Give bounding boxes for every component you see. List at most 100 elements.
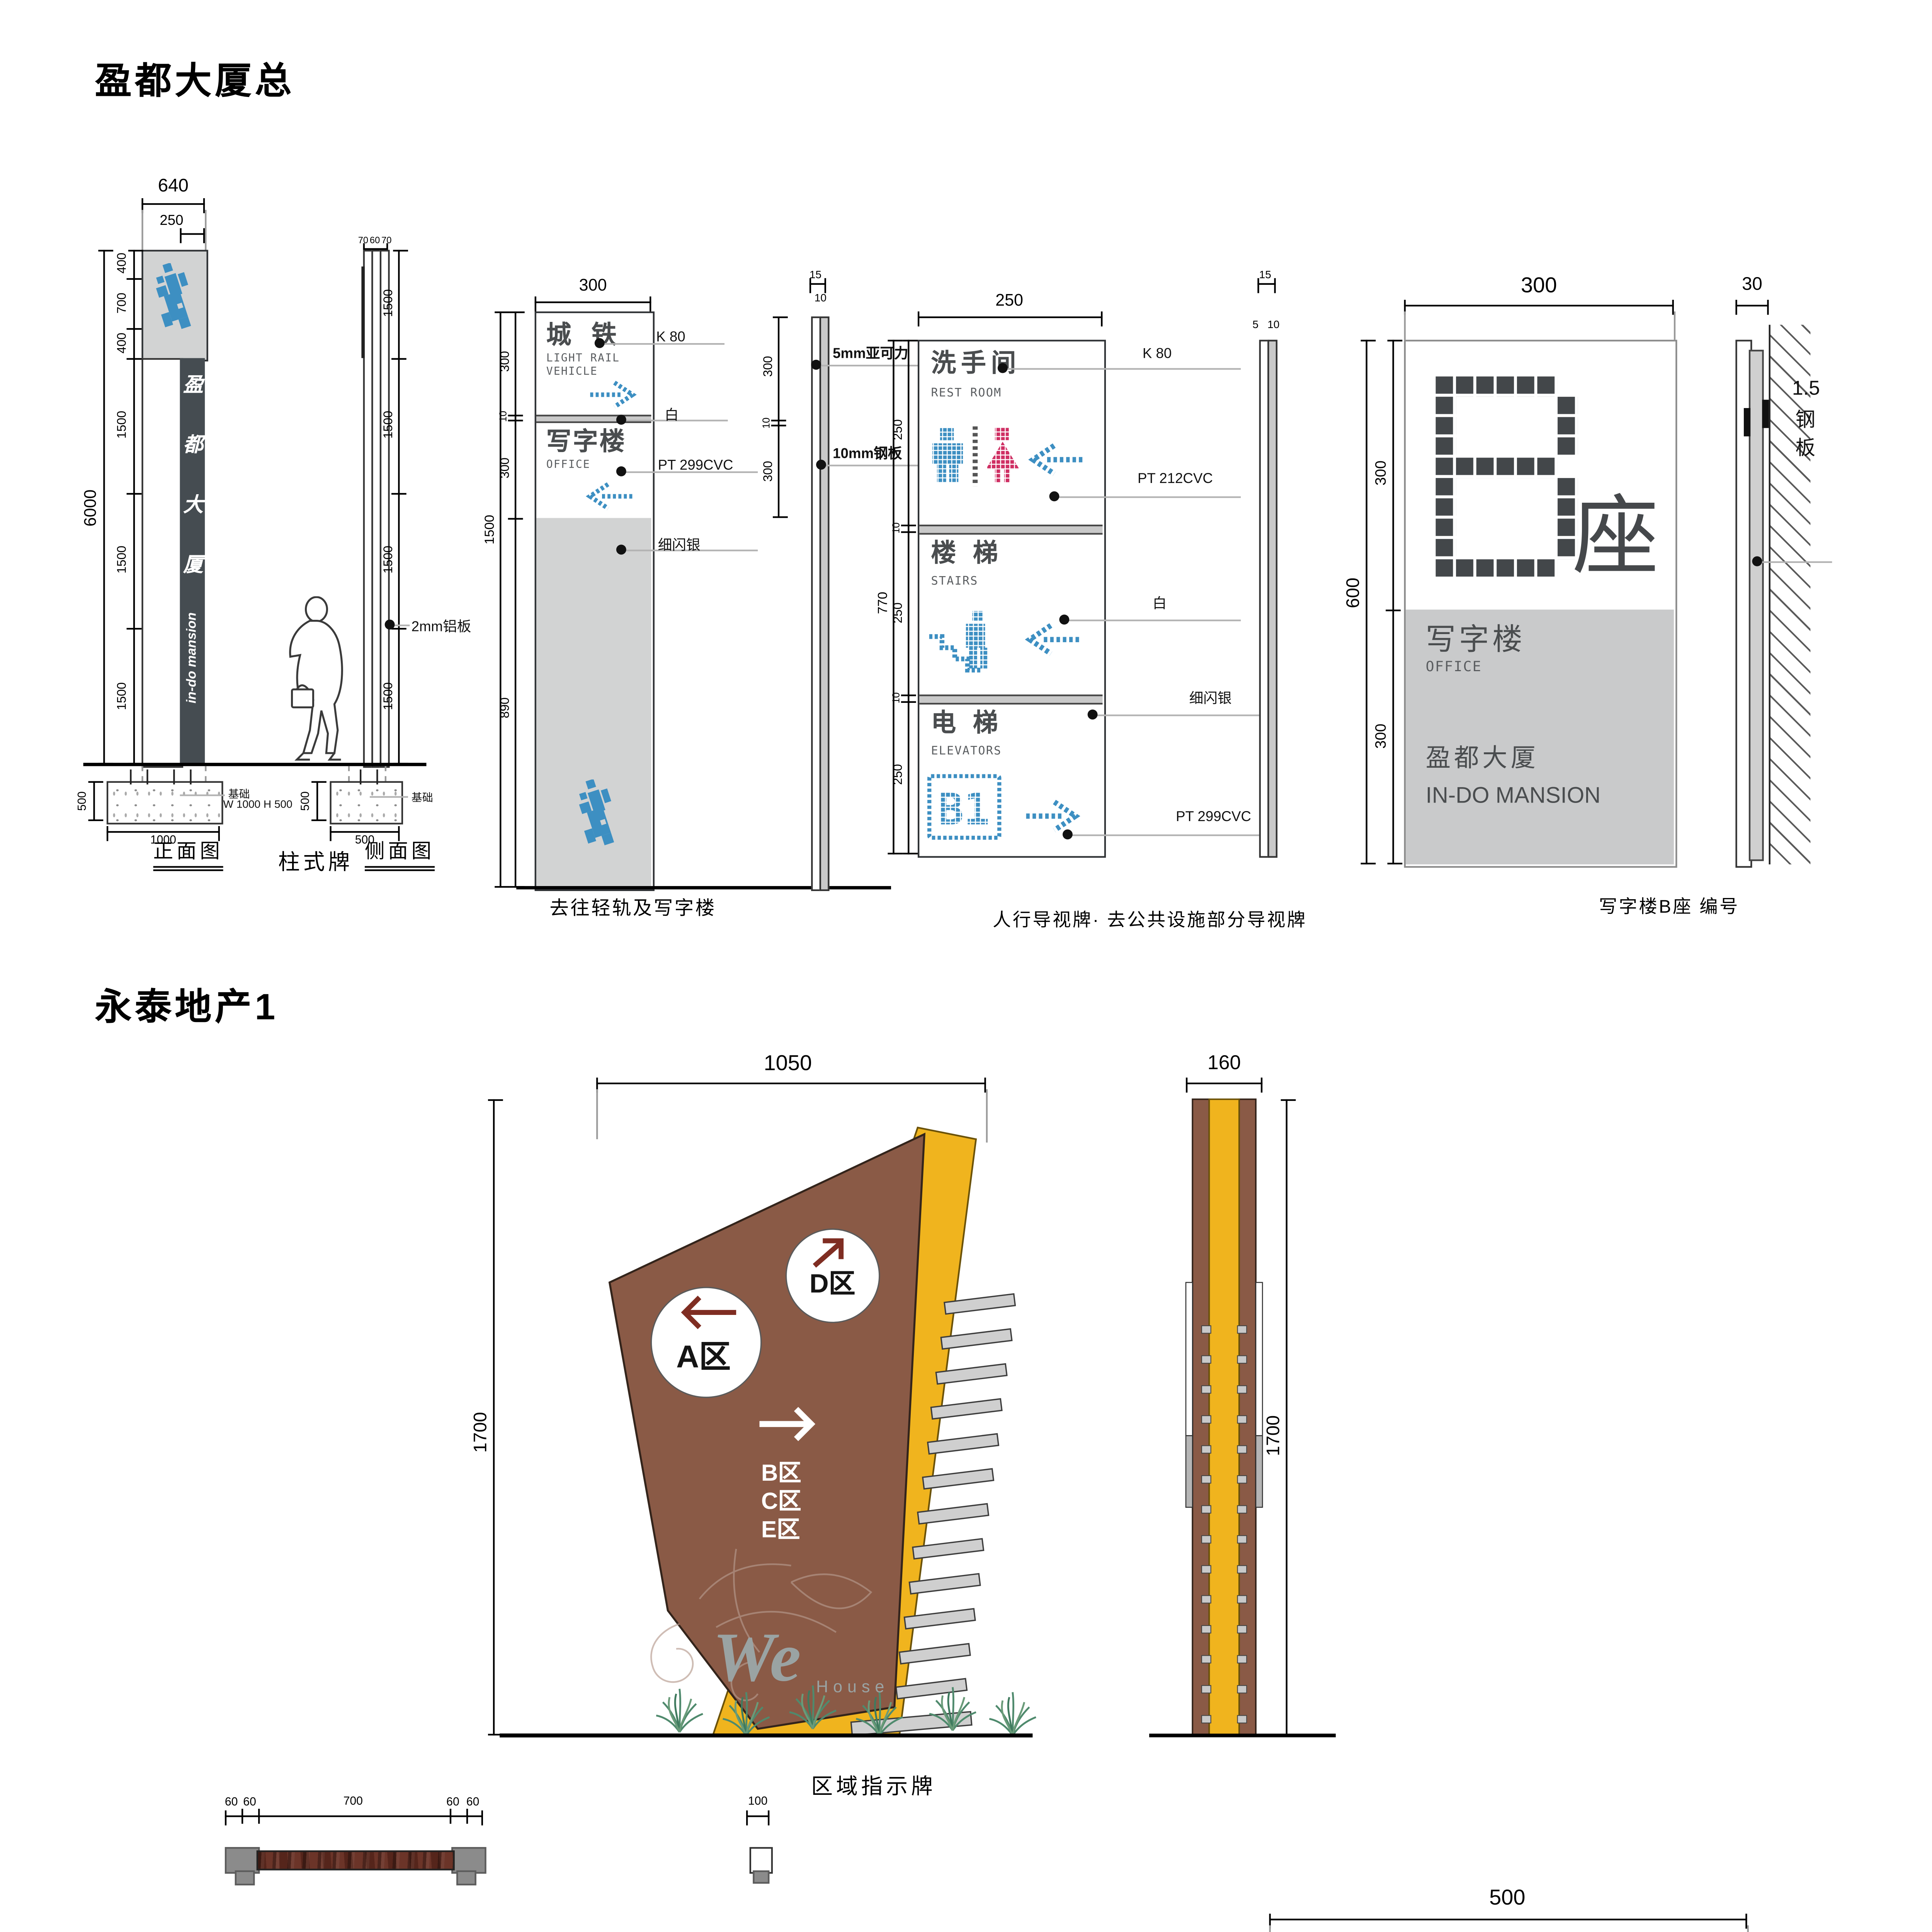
seg-label: 400 <box>114 253 129 274</box>
area-side-width-dim <box>1185 1077 1263 1093</box>
side-top-label: 70 <box>358 236 369 247</box>
area-side-tabs <box>1201 1325 1247 1724</box>
seg-label: 400 <box>114 332 129 354</box>
arrow-left-icon <box>1025 623 1079 656</box>
fac-seg-label: 10 <box>893 522 903 534</box>
caption-bblock: 写字楼B座 编号 <box>1599 898 1740 918</box>
rail-seg-label: 10 <box>500 411 510 422</box>
rail-total-dim <box>495 311 510 888</box>
wall-mount-block <box>1761 400 1768 428</box>
pylon-seg-dim <box>128 250 143 765</box>
area-circle-d <box>785 1228 880 1323</box>
foundation-height-dim <box>88 781 104 821</box>
brand-char-4: 厦 <box>183 553 203 577</box>
leader <box>1752 557 1832 567</box>
ext-line <box>205 210 207 250</box>
bblock-width-label: 300 <box>1520 272 1557 298</box>
leader <box>1059 615 1241 626</box>
section1-title: 盈都大厦总 <box>95 60 295 102</box>
foundation-leader <box>180 794 225 796</box>
side-seg-label: 1500 <box>380 546 396 574</box>
rail-divider <box>535 415 651 423</box>
rail-seg-label: 890 <box>497 697 512 718</box>
caption-area-sign: 区域指示牌 <box>811 1774 936 1799</box>
fac-seg-label: 250 <box>890 764 905 785</box>
area-sign-drawing <box>500 1098 1336 1738</box>
post-top-label: 60 <box>224 1797 238 1809</box>
annotation-steel: 10mm钢板 <box>833 444 902 461</box>
seg-label: 1500 <box>114 546 129 574</box>
fac-seg-dim <box>903 340 918 855</box>
annotation-silver: 细闪银 <box>1189 689 1232 706</box>
side-seg-label: 1500 <box>380 682 396 710</box>
lawn-width-dim <box>1269 1913 1747 1929</box>
arrow-right-icon <box>1026 799 1080 833</box>
we-logo-house: House <box>816 1679 889 1697</box>
profile-b-d10: 10 <box>1267 320 1280 332</box>
bblock-width-dim <box>1404 299 1674 315</box>
caption-pylon-type: 柱式牌 <box>278 849 353 874</box>
post-side-topview-tab <box>753 1870 770 1884</box>
arrow-left-dark-icon <box>681 1296 736 1329</box>
seg-label: 1500 <box>114 411 129 439</box>
caption-side-view: 侧面图 <box>364 836 435 871</box>
elevator-b1-icon: B1 <box>927 774 1002 840</box>
profile-b-steel-bar <box>1267 340 1278 858</box>
arrow-right-white-icon <box>759 1407 816 1441</box>
foundation-side <box>330 781 403 825</box>
pixel-b-glyph <box>1435 376 1578 580</box>
post-topview-end <box>451 1847 486 1874</box>
rail-row1-en2: VEHICLE <box>546 364 598 378</box>
post-top-label: 700 <box>343 1796 363 1808</box>
section2-title: 永泰地产1 <box>95 986 279 1028</box>
man-icon <box>932 428 963 483</box>
fac-restroom-en: REST ROOM <box>931 386 1002 400</box>
brand-pixel-logo <box>579 779 614 845</box>
woman-icon <box>986 428 1020 483</box>
side-seg-label: 1500 <box>380 289 396 317</box>
fac-divider-2 <box>918 694 1102 705</box>
bblock-suffix: 座 <box>1572 490 1659 587</box>
fac-width-label: 250 <box>995 292 1024 311</box>
pylon-side-seg-dim <box>393 250 408 765</box>
stairs-icon <box>929 611 988 673</box>
restroom-divider-icon <box>973 426 978 486</box>
ext-line <box>141 210 143 250</box>
profile-a-d15: 15 <box>809 270 822 282</box>
pylon-column <box>141 358 184 768</box>
wall-annotation-2: 钢 <box>1795 408 1816 432</box>
facilities-panel <box>917 340 1106 858</box>
fac-seg-label: 250 <box>890 419 905 440</box>
arrow-left-icon <box>586 482 633 510</box>
fac-total-dim <box>888 340 903 855</box>
profile-a-seg: 300 <box>760 461 776 482</box>
area-ornament <box>650 1549 872 1701</box>
fac-divider-1 <box>918 524 1102 535</box>
foundation-width-label: 1000 <box>150 835 176 847</box>
fac-elevator-cn: 电 梯 <box>931 709 1003 738</box>
seg-label: 700 <box>114 293 129 314</box>
arrow-left-icon <box>1028 443 1083 476</box>
foundation-side-label: 基础 <box>411 793 433 804</box>
fac-seg-label: 10 <box>893 692 903 704</box>
post-side-top-label: 100 <box>748 1796 768 1808</box>
bblock-brand-en: IN-DO MANSION <box>1425 782 1601 808</box>
wall-annotation-3: 板 <box>1795 436 1816 460</box>
rail-row1-cn: 城 铁 <box>546 321 623 350</box>
profile-b-d5: 5 <box>1252 320 1259 332</box>
foundation-side-height-dim <box>311 781 327 821</box>
pylon-width-label: 640 <box>158 176 189 197</box>
annotation-k80: K 80 <box>656 328 685 345</box>
leader <box>1049 492 1241 502</box>
bblock-total-label: 600 <box>1344 577 1364 609</box>
svg-text:B1: B1 <box>938 785 990 835</box>
area-zone-c: C区 <box>761 1487 801 1514</box>
annotation-pt299: PT 299CVC <box>658 456 733 473</box>
annotation-white: 白 <box>664 406 679 423</box>
area-zone-a: A区 <box>676 1340 731 1376</box>
bblock-total-dim <box>1361 340 1376 865</box>
foundation-side-leader <box>369 796 408 798</box>
area-zone-e: E区 <box>761 1515 800 1543</box>
foundation-side-width-label: 500 <box>355 835 375 847</box>
